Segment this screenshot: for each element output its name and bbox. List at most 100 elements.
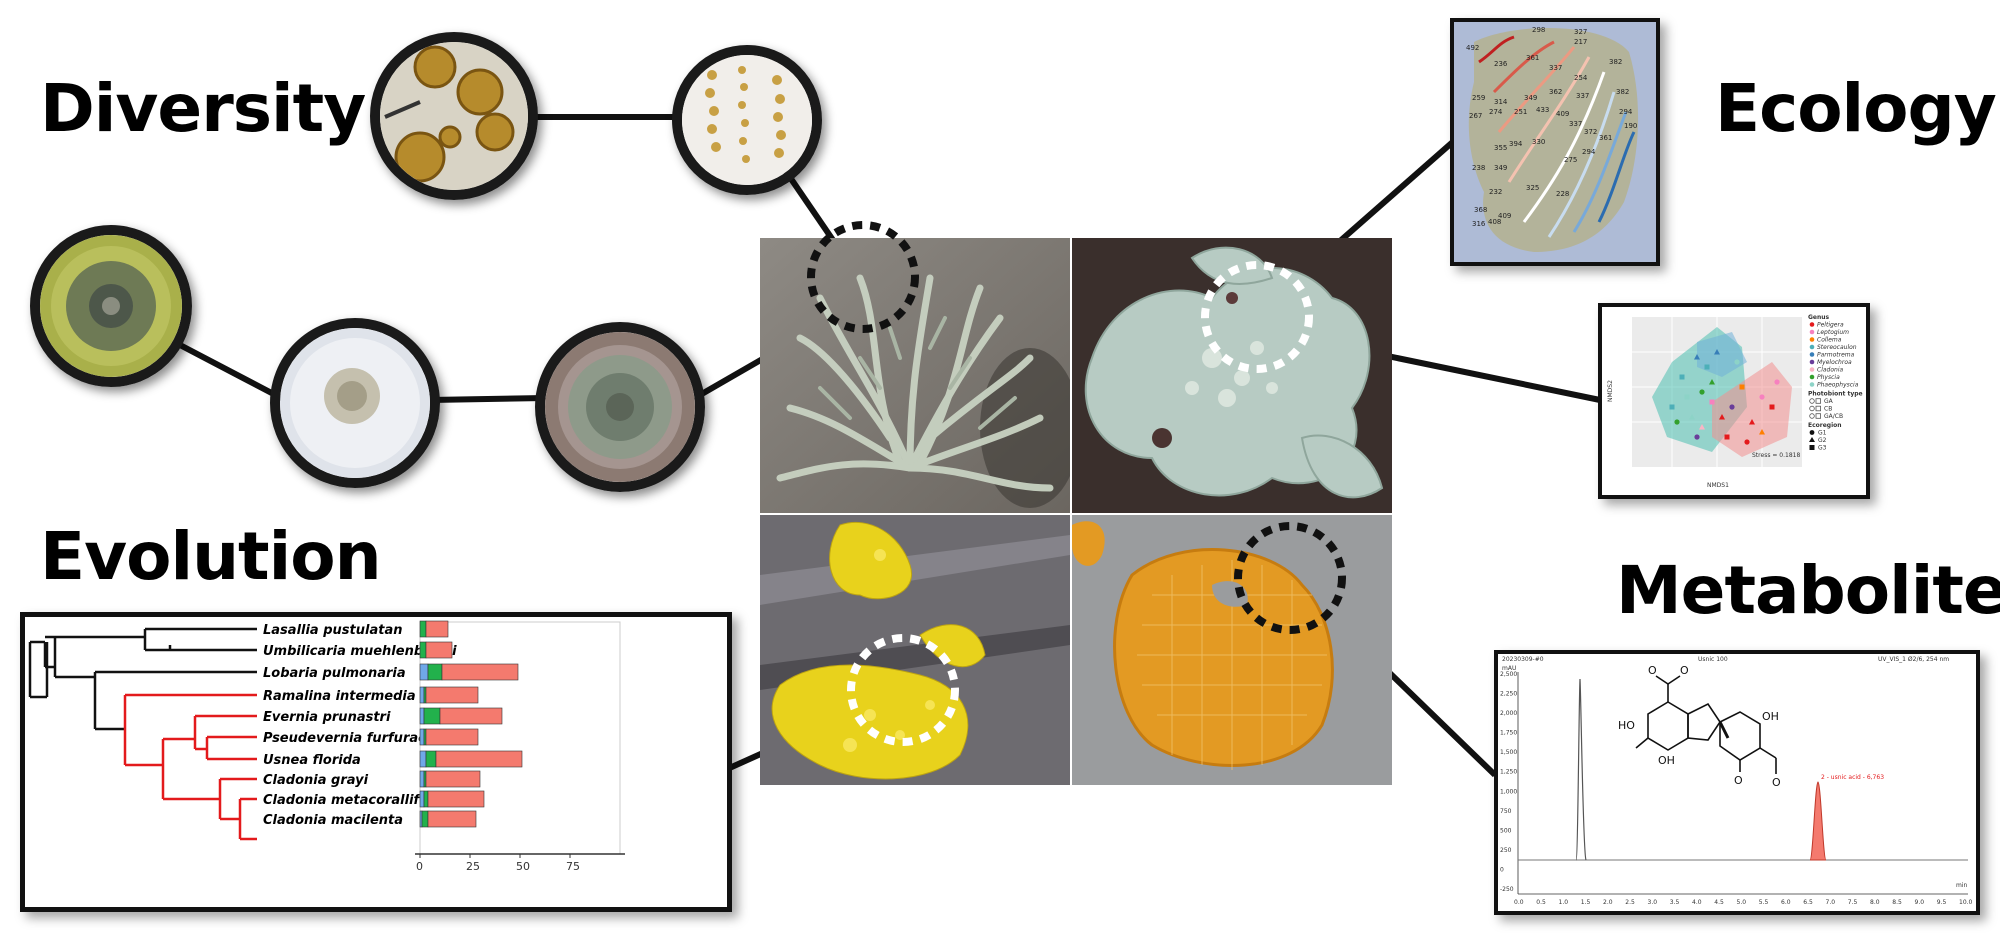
- chrom-x-tick: 2.5: [1625, 899, 1635, 906]
- bar-segment-red: [425, 770, 481, 788]
- nmds-legend-genus: Cladonia: [1817, 367, 1843, 374]
- nmds-ylabel: NMDS2: [1607, 380, 1614, 402]
- chrom-x-tick: 6.0: [1781, 899, 1791, 906]
- chrom-peak-label: 2 - usnic acid - 6,763: [1821, 774, 1884, 781]
- nmds-legend-genus: Stereocaulon: [1817, 344, 1857, 351]
- nmds-legend-swatch: [1809, 337, 1815, 342]
- nmds-legend-swatch: [1809, 382, 1815, 387]
- bar-segment-green: [419, 641, 427, 659]
- chrom-y-tick: 750: [1500, 808, 1512, 815]
- bar-segment-blue: [419, 790, 425, 808]
- chrom-x-tick: 5.0: [1737, 899, 1747, 906]
- map-value-label: 382: [1609, 58, 1622, 66]
- nmds-legend-shape: [1809, 405, 1815, 412]
- nmds-legend-genus: Phaeophyscia: [1817, 382, 1859, 389]
- nmds-legend-shape: [1809, 430, 1815, 435]
- usnic-acid-structure: [1635, 675, 1777, 774]
- nmds-legend-shape: [1809, 413, 1815, 419]
- culture-photo-gray-plate: [535, 322, 705, 492]
- map-value-label: 361: [1599, 134, 1612, 142]
- map-value-label: 267: [1469, 112, 1482, 120]
- species-label: Cladonia metacorallifera: [263, 793, 443, 808]
- nmds-legend-photobiont-title: Photobiont type: [1808, 391, 1863, 398]
- culture-photo-streaks: [672, 45, 822, 195]
- nmds-legend-shape: [1809, 398, 1815, 404]
- chrom-x-tick: 0.5: [1536, 899, 1546, 906]
- map-value-label: 409: [1556, 110, 1569, 118]
- map-value-label: 337: [1569, 120, 1582, 128]
- chrom-x-unit: min: [1956, 882, 1968, 889]
- nmds-legend-genus: Leptogium: [1817, 329, 1849, 336]
- nmds-point: [1699, 424, 1705, 430]
- nmds-legend-shape: [1815, 405, 1821, 412]
- nmds-point: [1689, 414, 1695, 420]
- map-value-label: 232: [1489, 188, 1502, 196]
- nmds-legend-swatch: [1809, 322, 1815, 327]
- chrom-x-tick: 10.0: [1959, 899, 1973, 906]
- chrom-unit: mAU: [1502, 665, 1516, 672]
- chrom-x-tick: 7.5: [1848, 899, 1858, 906]
- map-value-label: 349: [1524, 94, 1537, 102]
- nmds-legend-genus: Peltigera: [1817, 322, 1844, 329]
- nmds-legend-ecoregion: G3: [1818, 445, 1827, 452]
- nmds-stress-label: Stress = 0.1818: [1752, 452, 1800, 459]
- map-value-label: 294: [1582, 148, 1596, 156]
- chrom-peak-1: [1575, 678, 1587, 861]
- chrom-y-tick: 2,500: [1500, 671, 1517, 678]
- map-value-label: 238: [1472, 164, 1485, 172]
- chrom-y-tick: 1,000: [1500, 788, 1517, 795]
- chrom-y-tick: 1,500: [1500, 749, 1517, 756]
- nmds-legend-shape: [1809, 437, 1815, 442]
- map-value-label: 275: [1564, 156, 1577, 164]
- chrom-x-tick: 9.0: [1915, 899, 1925, 906]
- nmds-legend-ecoregion: G1: [1818, 430, 1827, 437]
- nmds-legend-photobiont: GA: [1824, 398, 1834, 405]
- species-label: Cladonia grayi: [263, 773, 369, 788]
- bar-segment-blue: [419, 728, 425, 746]
- bar-segment-blue: [419, 770, 425, 788]
- nmds-legend-ecoregion-title: Ecoregion: [1808, 422, 1842, 429]
- map-value-label: 337: [1549, 64, 1562, 72]
- molecule-atom-label: HO: [1618, 719, 1635, 732]
- chrom-x-tick: 9.5: [1937, 899, 1947, 906]
- bar-segment-red: [425, 728, 479, 746]
- map-value-label: 492: [1466, 44, 1479, 52]
- heading-diversity: Diversity: [40, 70, 366, 147]
- chrom-x-tick: 4.0: [1692, 899, 1702, 906]
- heading-evolution: Evolution: [40, 518, 382, 595]
- nmds-point: [1709, 379, 1715, 385]
- nmds-point: [1694, 434, 1700, 440]
- chrom-header-right: UV_VIS_1 Ø2/6, 254 nm: [1878, 656, 1949, 663]
- nmds-point: [1759, 429, 1765, 435]
- chrom-y-tick: 500: [1500, 827, 1512, 834]
- nmds-point: [1704, 364, 1710, 370]
- chrom-x-tick: 4.5: [1714, 899, 1724, 906]
- nmds-point: [1729, 404, 1735, 410]
- map-value-label: 330: [1532, 138, 1545, 146]
- culture-photo-colonies: [370, 32, 538, 200]
- chrom-x-tick: 1.0: [1559, 899, 1569, 906]
- chrom-x-tick: 2.0: [1603, 899, 1613, 906]
- lichen-photo-foliose: [1072, 238, 1392, 513]
- chrom-y-tick: 2,250: [1500, 691, 1517, 698]
- chrom-x-tick: 8.0: [1870, 899, 1880, 906]
- species-label: Evernia prunastri: [263, 710, 391, 725]
- bar-segment-red: [427, 810, 477, 828]
- bar-x-tick: 75: [566, 860, 580, 873]
- bar-x-tick: 25: [466, 860, 480, 873]
- map-value-label: 254: [1574, 74, 1588, 82]
- nmds-point: [1674, 419, 1680, 425]
- chrom-x-tick: 0.0: [1514, 899, 1524, 906]
- nmds-point: [1694, 354, 1700, 360]
- nmds-legend-shape: [1809, 445, 1815, 450]
- species-label: Cladonia macilenta: [263, 813, 403, 828]
- nmds-legend-swatch: [1809, 374, 1815, 380]
- nmds-point: [1709, 399, 1715, 405]
- bar-x-tick: 0: [416, 860, 423, 873]
- heading-ecology: Ecology: [1715, 70, 1997, 147]
- chrom-y-tick: 1,250: [1500, 769, 1517, 776]
- map-value-label: 190: [1624, 122, 1637, 130]
- species-label: Usnea florida: [263, 753, 361, 768]
